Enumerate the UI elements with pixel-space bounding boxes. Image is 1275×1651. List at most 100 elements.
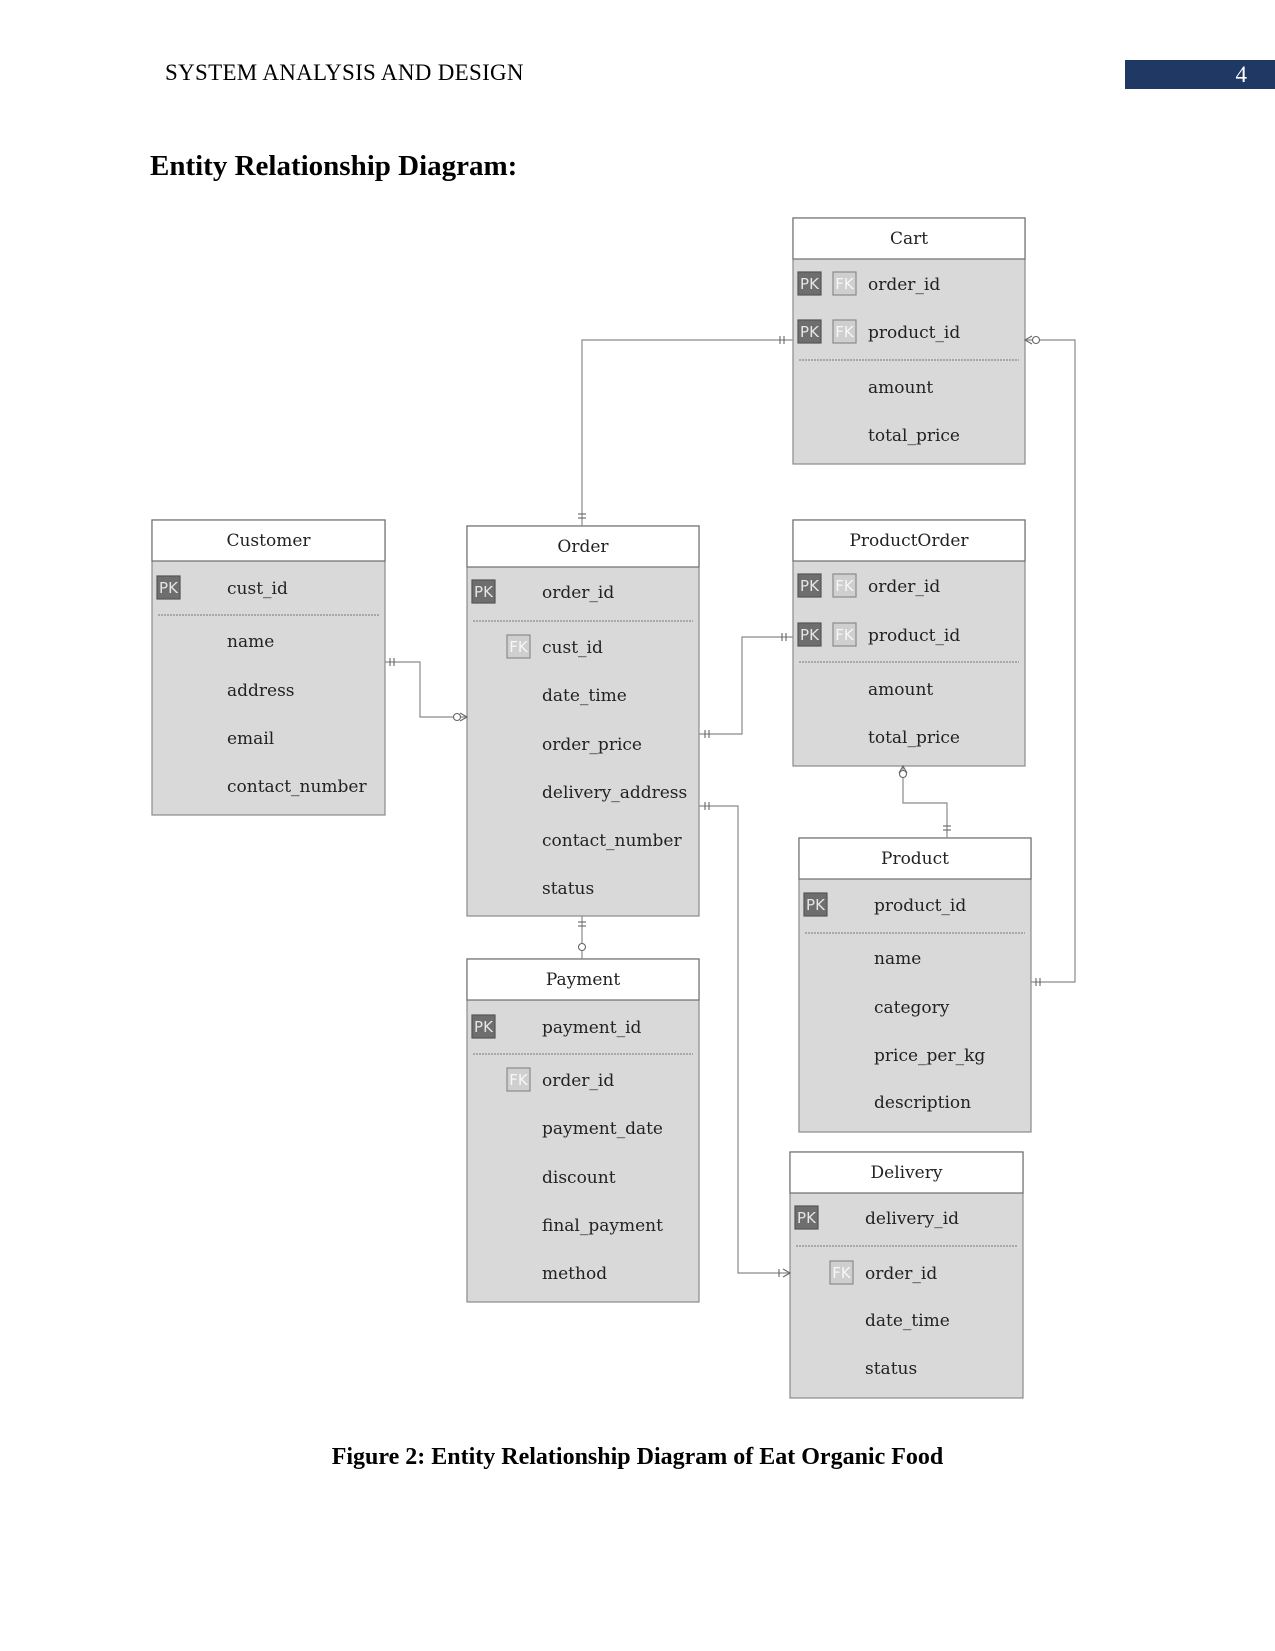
entity-header xyxy=(792,519,1026,562)
entity-header xyxy=(466,525,700,568)
field-address: address xyxy=(227,681,295,701)
relationship-order-cart xyxy=(581,339,793,526)
field-delivery-id: delivery_id xyxy=(865,1209,959,1229)
entity-title: Payment xyxy=(546,970,621,990)
cardinality-markers xyxy=(389,335,1041,1278)
svg-text:FK: FK xyxy=(835,626,855,644)
svg-text:FK: FK xyxy=(509,638,529,656)
field-date-time: date_time xyxy=(542,686,627,706)
primary-key-badge: PK xyxy=(797,573,822,598)
relationship-order-productorder xyxy=(699,636,793,735)
field-method: method xyxy=(542,1264,607,1284)
svg-text:FK: FK xyxy=(509,1071,529,1089)
svg-text:FK: FK xyxy=(835,275,855,293)
entity-header xyxy=(792,217,1026,260)
field-contact-number: contact_number xyxy=(227,777,367,797)
figure-caption: Figure 2: Entity Relationship Diagram of… xyxy=(331,1444,944,1470)
entity-title: Delivery xyxy=(871,1163,943,1183)
entity-header xyxy=(789,1151,1024,1194)
field-cust-id: cust_id xyxy=(542,638,603,658)
field-contact-number: contact_number xyxy=(542,831,682,851)
field-product-id: product_id xyxy=(874,896,966,916)
field-amount: amount xyxy=(868,680,933,700)
entity-body xyxy=(466,525,700,917)
field-payment-id: payment_id xyxy=(542,1018,642,1038)
field-order-id: order_id xyxy=(542,1071,614,1091)
svg-text:PK: PK xyxy=(806,896,826,914)
field-product-id: product_id xyxy=(868,626,960,646)
primary-key-badge: PK xyxy=(797,622,822,647)
header-title: SYSTEM ANALYSIS AND DESIGN xyxy=(165,60,524,85)
foreign-key-badge: FK xyxy=(829,1260,854,1285)
entity-header xyxy=(466,958,700,1001)
page-number: 4 xyxy=(1125,60,1275,89)
foreign-key-badge: FK xyxy=(832,573,857,598)
svg-text:FK: FK xyxy=(835,323,855,341)
entity-title: Product xyxy=(881,849,949,869)
field-payment-date: payment_date xyxy=(542,1119,663,1139)
primary-key-badge: PK xyxy=(803,892,828,917)
entity-body xyxy=(798,837,1032,1133)
field-name: name xyxy=(874,949,921,969)
svg-text:PK: PK xyxy=(800,577,820,595)
entity-body xyxy=(151,519,386,816)
field-total-price: total_price xyxy=(868,426,960,446)
section-heading: Entity Relationship Diagram: xyxy=(150,150,518,182)
svg-text:PK: PK xyxy=(797,1209,817,1227)
field-name: name xyxy=(227,632,274,652)
entity-title: Order xyxy=(557,537,609,557)
field-category: category xyxy=(874,998,950,1018)
svg-text:PK: PK xyxy=(800,275,820,293)
field-description: description xyxy=(874,1093,971,1113)
field-order-id: order_id xyxy=(542,583,614,603)
primary-key-badge: PK xyxy=(471,1014,496,1039)
svg-text:PK: PK xyxy=(474,583,494,601)
field-status: status xyxy=(542,879,594,899)
svg-text:PK: PK xyxy=(474,1018,494,1036)
primary-key-badge: PK xyxy=(794,1205,819,1230)
field-delivery-address: delivery_address xyxy=(542,783,687,803)
foreign-key-badge: FK xyxy=(832,622,857,647)
entity-title: ProductOrder xyxy=(849,531,969,551)
primary-key-badge: PK xyxy=(471,579,496,604)
foreign-key-badge: FK xyxy=(506,634,531,659)
entity-title: Customer xyxy=(226,531,311,551)
entity-header xyxy=(798,837,1032,880)
entity-title: Cart xyxy=(890,229,928,249)
svg-text:FK: FK xyxy=(832,1264,852,1282)
primary-key-badge: PK xyxy=(156,575,181,600)
foreign-key-badge: FK xyxy=(832,319,857,344)
field-discount: discount xyxy=(542,1168,616,1188)
field-order-price: order_price xyxy=(542,735,642,755)
field-order-id: order_id xyxy=(868,275,940,295)
entity-header xyxy=(151,519,386,562)
field-price-per-kg: price_per_kg xyxy=(874,1046,985,1066)
field-date-time: date_time xyxy=(865,1311,950,1331)
field-email: email xyxy=(227,729,274,749)
foreign-key-badge: FK xyxy=(832,271,857,296)
primary-key-badge: PK xyxy=(797,271,822,296)
field-final-payment: final_payment xyxy=(542,1216,663,1236)
field-product-id: product_id xyxy=(868,323,960,343)
field-amount: amount xyxy=(868,378,933,398)
field-total-price: total_price xyxy=(868,728,960,748)
field-order-id: order_id xyxy=(865,1264,937,1284)
relationship-productorder-product xyxy=(902,766,948,838)
svg-text:PK: PK xyxy=(800,323,820,341)
svg-text:FK: FK xyxy=(835,577,855,595)
svg-text:PK: PK xyxy=(159,579,179,597)
relationship-customer-order xyxy=(385,661,467,718)
relationship-product-cart xyxy=(1025,339,1076,983)
relationship-order-delivery xyxy=(699,805,790,1274)
svg-text:PK: PK xyxy=(800,626,820,644)
field-status: status xyxy=(865,1359,917,1379)
foreign-key-badge: FK xyxy=(506,1067,531,1092)
